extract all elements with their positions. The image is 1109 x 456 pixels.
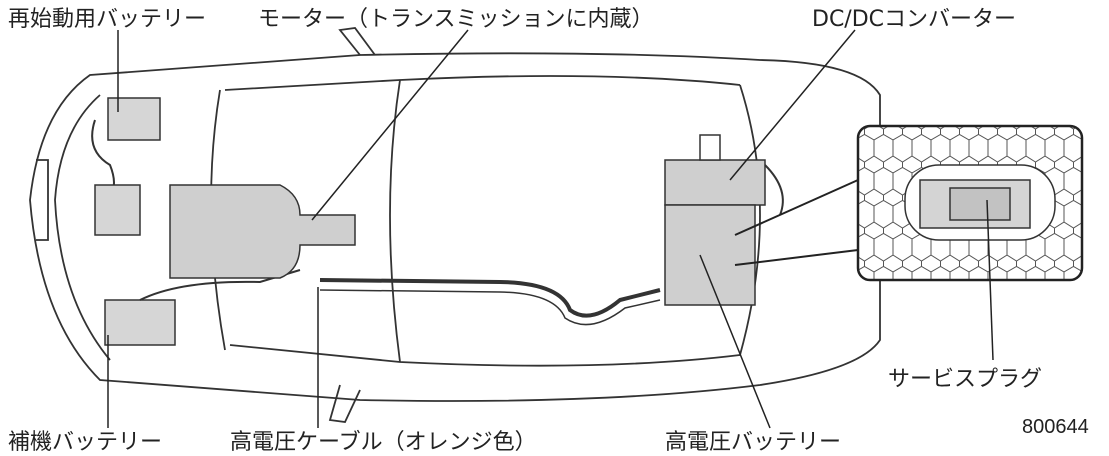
label-hv-battery: 高電圧バッテリー <box>665 430 842 455</box>
label-hv-cable: 高電圧ケーブル（オレンジ色） <box>230 430 537 455</box>
car-body-outline <box>29 27 881 423</box>
label-aux-battery: 補機バッテリー <box>8 430 163 455</box>
service-plug-inset <box>856 124 1084 282</box>
hv-cable-illustration <box>319 278 661 326</box>
label-motor: モーター（トランスミッションに内蔵） <box>258 7 654 32</box>
label-restart-battery: 再始動用バッテリー <box>8 7 207 32</box>
motor-transmission-illustration <box>169 184 356 279</box>
label-dcdc-converter: DC/DCコンバーター <box>812 7 1017 32</box>
leader-lines <box>107 29 994 429</box>
hv-battery-dcdc-illustration <box>664 134 784 306</box>
leader-dcdc <box>729 29 856 181</box>
restart-battery-illustration <box>91 97 161 236</box>
aux-battery-illustration <box>104 269 301 346</box>
leader-hv-battery <box>699 254 771 429</box>
label-service-plug: サービスプラグ <box>888 367 1043 392</box>
inset-callout-wedge <box>734 179 859 266</box>
leader-motor <box>311 29 469 221</box>
leader-service-plug <box>986 199 994 361</box>
figure-number: 800644 <box>1022 416 1089 438</box>
